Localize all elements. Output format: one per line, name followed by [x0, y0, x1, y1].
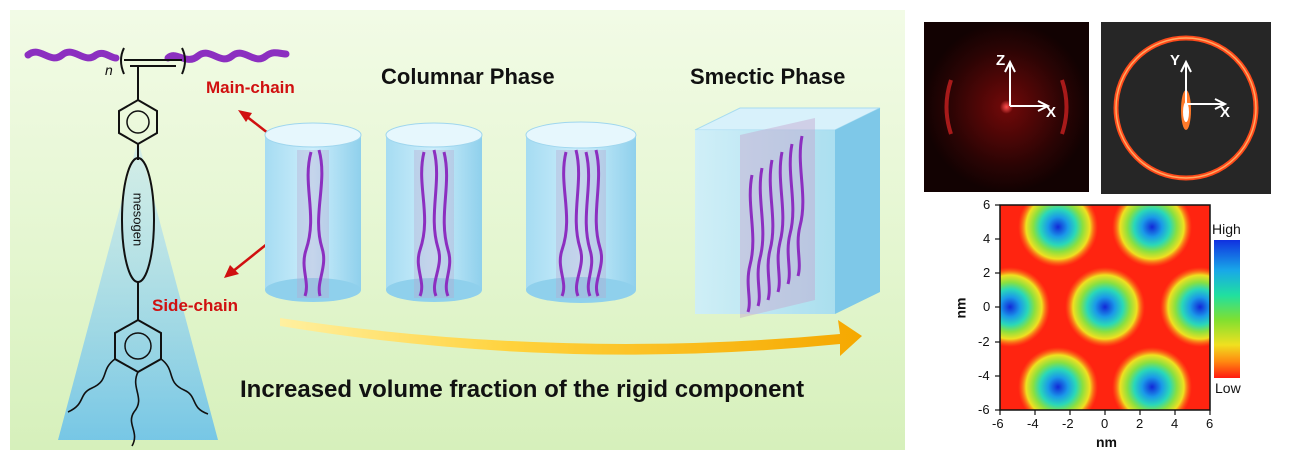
side-chain-label: Side-chain [152, 296, 238, 315]
saxs-left-z-label: Z [996, 52, 1006, 69]
x-tick: 4 [1171, 416, 1179, 431]
repeat-bracket-right [181, 47, 186, 75]
y-tick: 4 [983, 231, 991, 246]
x-axis-title: nm [1096, 434, 1117, 450]
saxs-right [1101, 22, 1271, 194]
repeat-bracket-left [120, 47, 125, 75]
y-axis-title: nm [952, 297, 969, 319]
x-tick: -2 [1062, 416, 1074, 431]
y-tick: 6 [983, 197, 991, 212]
phenyl-ring-top [118, 98, 158, 146]
saxs-right-y-label: Y [1170, 52, 1181, 69]
saxs-left [924, 22, 1089, 192]
saxs-right-x-label: X [1220, 104, 1231, 121]
columnar-cylinder [264, 122, 362, 302]
main-chain-arrowhead [238, 110, 252, 122]
x-tick: 2 [1136, 416, 1144, 431]
alkyl-tail [160, 358, 209, 415]
x-tick: 0 [1101, 416, 1109, 431]
repeat-subscript: n [105, 62, 113, 78]
phenyl-ring-bottom-inner [124, 332, 152, 360]
x-tick: 6 [1206, 416, 1214, 431]
color-legend-bar [1214, 240, 1240, 378]
columnar-cylinder [525, 121, 637, 303]
saxs-left-x-label: X [1046, 104, 1057, 121]
y-tick: 2 [983, 265, 991, 280]
y-tick: -2 [978, 334, 990, 349]
legend-high-label: High [1212, 221, 1241, 237]
main-chain-wave [24, 48, 290, 63]
legend-low-label: Low [1215, 380, 1241, 396]
smectic-box [694, 107, 881, 318]
x-tick: -6 [992, 416, 1004, 431]
y-tick: -4 [978, 368, 990, 383]
density-map [995, 204, 1211, 415]
progression-arrow [280, 318, 862, 356]
caption-text: Increased volume fraction of the rigid c… [240, 376, 805, 403]
y-tick: -6 [978, 402, 990, 417]
alkyl-tail [130, 371, 140, 447]
columnar-phase-title: Columnar Phase [381, 64, 555, 89]
side-chain-arrowhead [224, 265, 239, 278]
y-tick: 0 [983, 299, 991, 314]
alkyl-tail [67, 358, 116, 413]
smectic-phase-title: Smectic Phase [690, 64, 846, 89]
main-chain-label: Main-chain [206, 78, 295, 97]
columnar-cylinder [385, 122, 483, 302]
mesogen-label: mesogen [130, 192, 146, 247]
phenyl-ring-top-inner [126, 110, 150, 134]
x-tick: -4 [1027, 416, 1039, 431]
